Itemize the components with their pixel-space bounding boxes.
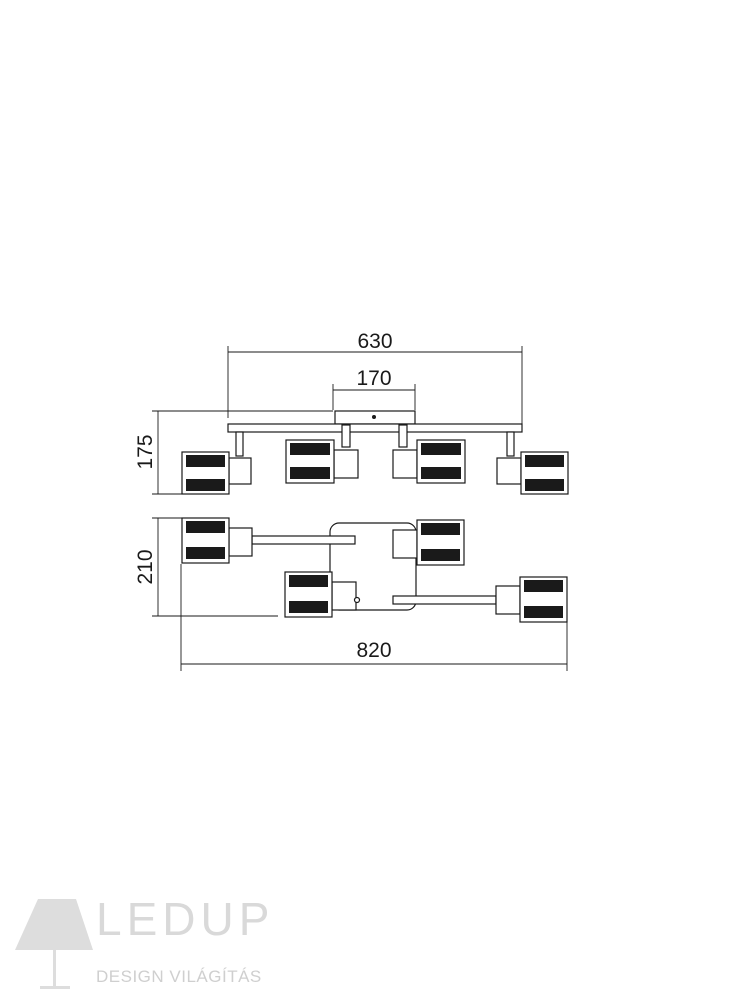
dimension-170-label: 170 (356, 367, 391, 390)
dimension-820: 820 (180, 564, 568, 671)
side-spot-1 (181, 431, 252, 495)
top-view (181, 517, 568, 623)
logo-lamp-icon (15, 899, 93, 989)
side-view (181, 410, 569, 495)
top-spot-1 (181, 517, 253, 564)
dimension-210-label: 210 (134, 549, 157, 584)
dimension-175: 175 (134, 410, 333, 495)
top-arm-left (251, 535, 356, 545)
dimension-170: 170 (332, 367, 416, 410)
side-spot-4 (496, 431, 569, 495)
top-spot-4 (495, 576, 568, 623)
plate-screw (372, 415, 376, 419)
side-spot-2 (285, 424, 359, 484)
dimension-630: 630 (227, 330, 523, 425)
top-spot-3 (392, 519, 465, 566)
side-spot-3 (392, 424, 466, 484)
dimension-820-label: 820 (356, 639, 391, 662)
mounting-bar (227, 423, 523, 433)
top-arm-right (392, 595, 497, 605)
dimension-630-label: 630 (357, 330, 392, 353)
dimension-210: 210 (134, 517, 278, 617)
logo-wordmark: LEDUP (96, 893, 275, 945)
top-spot-2 (284, 571, 361, 618)
dimension-175-label: 175 (134, 434, 157, 469)
logo-tagline: DESIGN VILÁGÍTÁS (96, 967, 262, 986)
